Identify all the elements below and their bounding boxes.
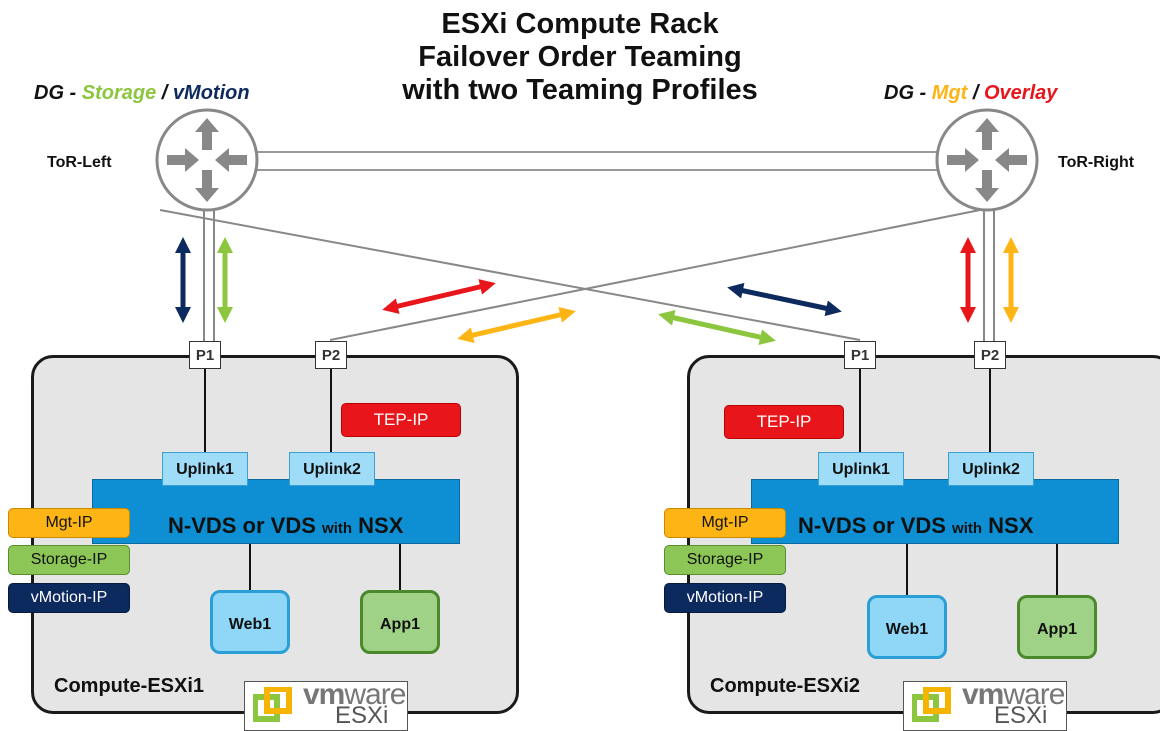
host1-port-p2[interactable]: P2 (315, 341, 347, 369)
host1-port-p1[interactable]: P1 (189, 341, 221, 369)
host2-vmotion-ip: vMotion-IP (664, 583, 786, 613)
host1-nvds-switch (92, 479, 460, 544)
host2-nvds-label: N-VDS or VDS with NSX (798, 513, 1034, 538)
host1-uplink2[interactable]: Uplink2 (289, 452, 375, 486)
dg-left-label: DG - Storage / vMotion (34, 82, 250, 104)
title-line-1: ESXi Compute Rack (441, 8, 719, 40)
storage-arrow-cross (658, 309, 776, 346)
host2-name: Compute-ESXi2 (710, 675, 861, 697)
vmware-logo-icon (912, 687, 951, 722)
tor-left-label: ToR-Left (47, 154, 112, 171)
host1-tep-ip: TEP-IP (341, 403, 461, 437)
host2-nvds-switch (751, 479, 1119, 544)
uplink-cables (159, 205, 995, 341)
tor-right-label: ToR-Right (1058, 154, 1135, 171)
host1-vmware-esxi-logo: vmware ESXi (244, 678, 408, 731)
host1-vm-web1[interactable]: Web1 (210, 590, 290, 654)
host2-uplink1[interactable]: Uplink1 (818, 452, 904, 486)
host2-storage-ip: Storage-IP (664, 545, 786, 575)
tor-interlink (255, 151, 937, 171)
router-right-icon (935, 108, 1039, 212)
diagram-title: ESXi Compute Rack Failover Order Teaming… (330, 8, 830, 107)
mgt-arrow-cross (457, 307, 576, 343)
host1-uplink1[interactable]: Uplink1 (162, 452, 248, 486)
traffic-arrows (174, 236, 1020, 346)
host1-vm-app1[interactable]: App1 (360, 590, 440, 654)
vmotion-arrow-cross (727, 282, 842, 317)
vmware-logo-icon (253, 687, 292, 722)
title-line-2: Failover Order Teaming (418, 41, 742, 73)
host1-storage-ip: Storage-IP (8, 545, 130, 575)
router-left-icon (155, 108, 259, 212)
overlay-arrow-cross (382, 279, 496, 314)
host2-port-p1[interactable]: P1 (844, 341, 876, 369)
host2-vm-web1[interactable]: Web1 (867, 595, 947, 659)
host2-mgt-ip: Mgt-IP (664, 508, 786, 538)
host1-mgt-ip: Mgt-IP (8, 508, 130, 538)
host2-tep-ip: TEP-IP (724, 405, 844, 439)
host1-vmotion-ip: vMotion-IP (8, 583, 130, 613)
host2-vmware-esxi-logo: vmware ESXi (903, 678, 1067, 731)
host1-nvds-label: N-VDS or VDS with NSX (168, 513, 404, 538)
title-line-3: with two Teaming Profiles (402, 74, 758, 106)
host2-vm-app1[interactable]: App1 (1017, 595, 1097, 659)
host2-uplink2[interactable]: Uplink2 (948, 452, 1034, 486)
host2-port-p2[interactable]: P2 (974, 341, 1006, 369)
dg-right-label: DG - Mgt / Overlay (884, 82, 1058, 104)
host1-name: Compute-ESXi1 (54, 675, 205, 697)
